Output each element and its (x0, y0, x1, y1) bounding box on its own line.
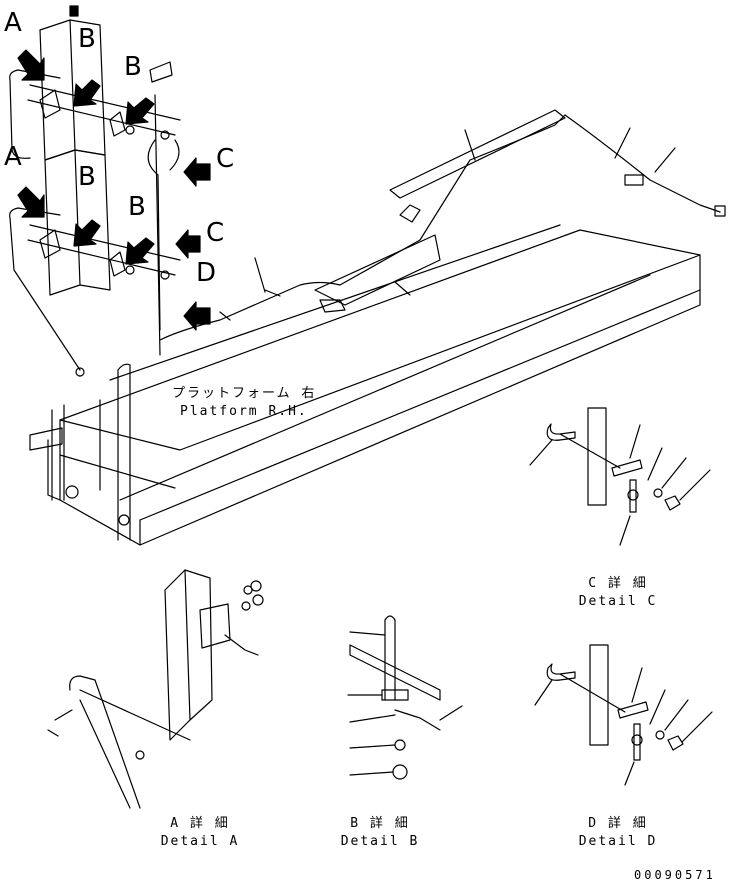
detail-d-title-jp: D 詳 細 (588, 816, 648, 831)
handrail-upper (9, 69, 181, 159)
detail-c-title-en: Detail C (578, 594, 658, 609)
view-label-b: B (128, 192, 146, 222)
detail-c-title-jp: C 詳 細 (588, 576, 648, 591)
detail-b-title-en: Detail B (340, 834, 420, 849)
detail-b-title-jp: B 詳 細 (350, 816, 410, 831)
platform-post-front (117, 363, 131, 541)
arrow-b4 (125, 237, 155, 265)
handrail-lower (9, 207, 181, 377)
vertical-harness (147, 61, 180, 356)
view-label-d: D (196, 258, 217, 288)
detail-a-title-en: Detail A (160, 834, 240, 849)
view-label-b: B (78, 162, 96, 192)
arrow-b1 (73, 79, 101, 107)
detail-d-drawing (534, 644, 713, 786)
detail-d-title-en: Detail D (578, 834, 658, 849)
arrow-a2 (17, 186, 45, 218)
detail-a-drawing (47, 569, 264, 809)
arrow-b3 (73, 219, 101, 247)
view-label-c: C (206, 218, 225, 248)
platform-harness (159, 109, 726, 341)
view-label-a: A (4, 142, 22, 172)
view-label-b: B (78, 24, 96, 54)
detail-b-drawing (347, 615, 463, 780)
platform-deck (29, 224, 701, 546)
view-label-c: C (216, 144, 235, 174)
detail-a-title-jp: A 詳 細 (170, 816, 230, 831)
arrow-b2 (125, 97, 155, 125)
arrow-a1 (17, 49, 45, 81)
arrow-d (183, 301, 211, 331)
drawing-number: 00090571 (634, 868, 716, 882)
platform-label-jp: プラットフォーム 右 (172, 386, 317, 401)
detail-c-drawing (529, 407, 711, 546)
platform-label-en: Platform R.H. (180, 404, 308, 419)
arrow-c1 (183, 157, 211, 187)
leader-lines (254, 127, 676, 296)
view-label-b: B (124, 52, 142, 82)
view-arrows (17, 49, 211, 331)
arrow-c2 (175, 229, 201, 259)
platform-post-rear (51, 404, 79, 501)
view-label-a: A (4, 8, 22, 38)
side-panels (39, 5, 111, 296)
